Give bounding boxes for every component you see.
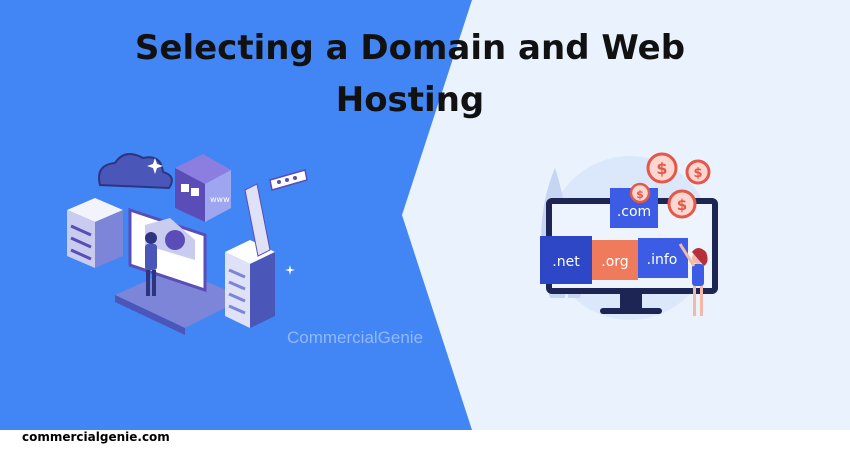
dollar-coin-icon: $ bbox=[685, 159, 711, 185]
domain-illustration: .com .net .org .info $ $ $ $ bbox=[540, 152, 718, 320]
tld-com-label: .com bbox=[617, 204, 651, 220]
server-icon bbox=[225, 240, 275, 328]
tld-tile-net: .net bbox=[540, 236, 592, 284]
dollar-coin-icon: $ bbox=[646, 152, 678, 184]
sparkle-icon bbox=[147, 158, 295, 275]
web-hosting-illustration: www bbox=[67, 153, 308, 335]
footer-site-link[interactable]: commercialgenie.com bbox=[22, 430, 170, 444]
svg-text:$: $ bbox=[656, 159, 667, 178]
cloud-icon bbox=[98, 153, 173, 190]
page-title: Selecting a Domain and Web Hosting bbox=[134, 28, 686, 120]
www-house-icon: www bbox=[175, 154, 231, 222]
svg-text:$: $ bbox=[677, 196, 687, 214]
footer-bar bbox=[0, 430, 850, 450]
data-strip bbox=[244, 169, 308, 257]
watermark: CommercialGenie bbox=[287, 328, 424, 347]
tld-net-label: .net bbox=[552, 254, 580, 270]
svg-text:$: $ bbox=[636, 188, 644, 201]
tld-tile-org: .org bbox=[592, 240, 638, 280]
server-rack-icon bbox=[67, 198, 123, 268]
dollar-coin-icon: $ bbox=[667, 189, 697, 219]
person-figure bbox=[678, 243, 708, 316]
www-label: www bbox=[210, 195, 230, 204]
tld-info-label: .info bbox=[647, 252, 678, 268]
svg-text:$: $ bbox=[693, 166, 702, 181]
dollar-coin-icon: $ bbox=[629, 182, 651, 204]
tld-org-label: .org bbox=[601, 254, 628, 270]
person-figure bbox=[145, 232, 157, 296]
